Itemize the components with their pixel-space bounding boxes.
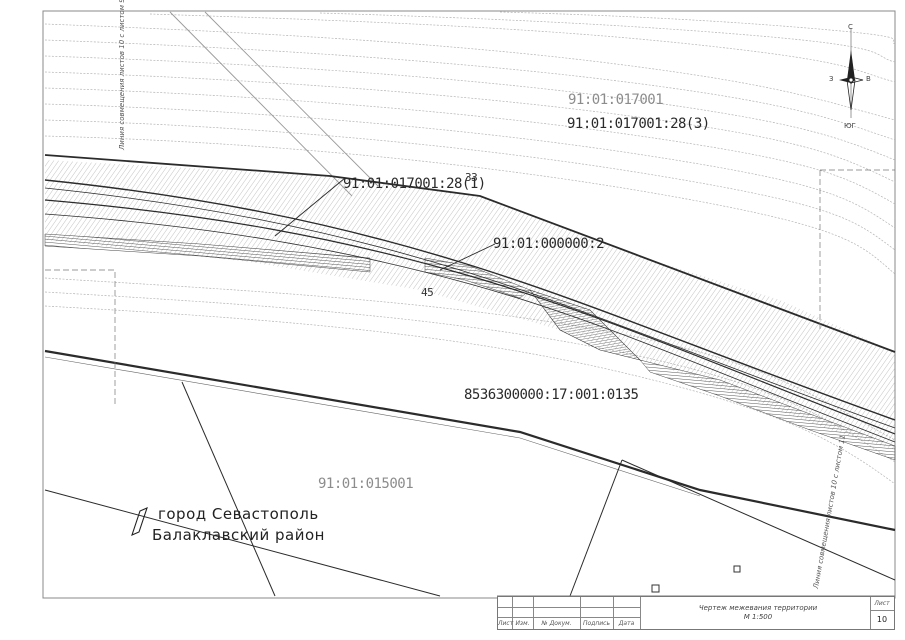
tb-col-divider	[870, 597, 871, 629]
tb-header-date: Дата	[618, 620, 635, 627]
tb-col-divider	[640, 597, 641, 629]
compass-south-label: ЮГ	[844, 122, 856, 130]
parcel-label-main: 91:01:017001:28(1)	[343, 176, 486, 192]
tb-row-divider	[870, 610, 894, 611]
point-label-45: 45	[421, 286, 434, 299]
block-label-north: 91:01:017001	[568, 92, 664, 108]
title-block: Лист Изм. № Докум. Подпись Дата Чертеж м…	[497, 596, 895, 630]
match-line-note-left: Линия совмещения листов 10 с листом 9	[118, 0, 126, 150]
tb-header-sheet: Лист	[498, 620, 514, 627]
embankment-right	[639, 359, 896, 461]
access-strip	[169, 11, 379, 197]
parcel-boundary-north	[44, 154, 896, 353]
sheet-match-boundary	[45, 169, 895, 405]
point-label-33: 33	[465, 171, 478, 184]
compass-north-label: С	[848, 23, 853, 31]
tb-col-divider	[533, 597, 534, 629]
tb-title-line1: Чертеж межевания территории	[698, 604, 818, 612]
tb-header-sign: Подпись	[583, 620, 610, 627]
city-name: город Севастополь	[158, 505, 319, 523]
parcel-label-road: 91:01:000000:2	[493, 236, 605, 252]
point-marker	[733, 565, 741, 573]
embankment-left	[44, 233, 371, 273]
parcel-boundary-south-inner	[44, 356, 701, 497]
district-name: Балаклавский район	[152, 526, 325, 544]
tb-row-divider	[498, 617, 640, 618]
block-outline-south	[44, 381, 896, 597]
parcel-label-south: 8536300000:17:001:0135	[464, 387, 639, 403]
tb-sheet-number: 10	[876, 615, 888, 624]
point-marker	[651, 584, 660, 593]
tb-row-divider	[498, 607, 640, 608]
compass-east-label: В	[866, 75, 871, 83]
tb-col-divider	[613, 597, 614, 629]
compass-rose	[839, 28, 864, 118]
tb-col-divider	[580, 597, 581, 629]
tb-title: Чертеж межевания территории М 1:500	[673, 604, 843, 622]
tb-sheet-label: Лист	[874, 600, 890, 607]
leader-lines	[274, 177, 496, 271]
tb-col-divider	[512, 597, 513, 629]
block-label-south: 91:01:015001	[318, 476, 414, 492]
sheet-frame	[42, 10, 896, 599]
parcel-label-north: 91:01:017001:28(3)	[567, 116, 710, 132]
city-marker	[131, 507, 148, 536]
corridor-hatch	[45, 160, 895, 450]
embankment-wedge	[529, 289, 641, 361]
tb-header-change: Изм.	[515, 620, 530, 627]
tb-title-line2: М 1:500	[743, 613, 773, 621]
compass-west-label: З	[829, 75, 834, 83]
parcel-boundary-south	[44, 349, 896, 532]
tb-header-doc: № Докум.	[541, 620, 572, 627]
road-lines	[44, 179, 896, 443]
